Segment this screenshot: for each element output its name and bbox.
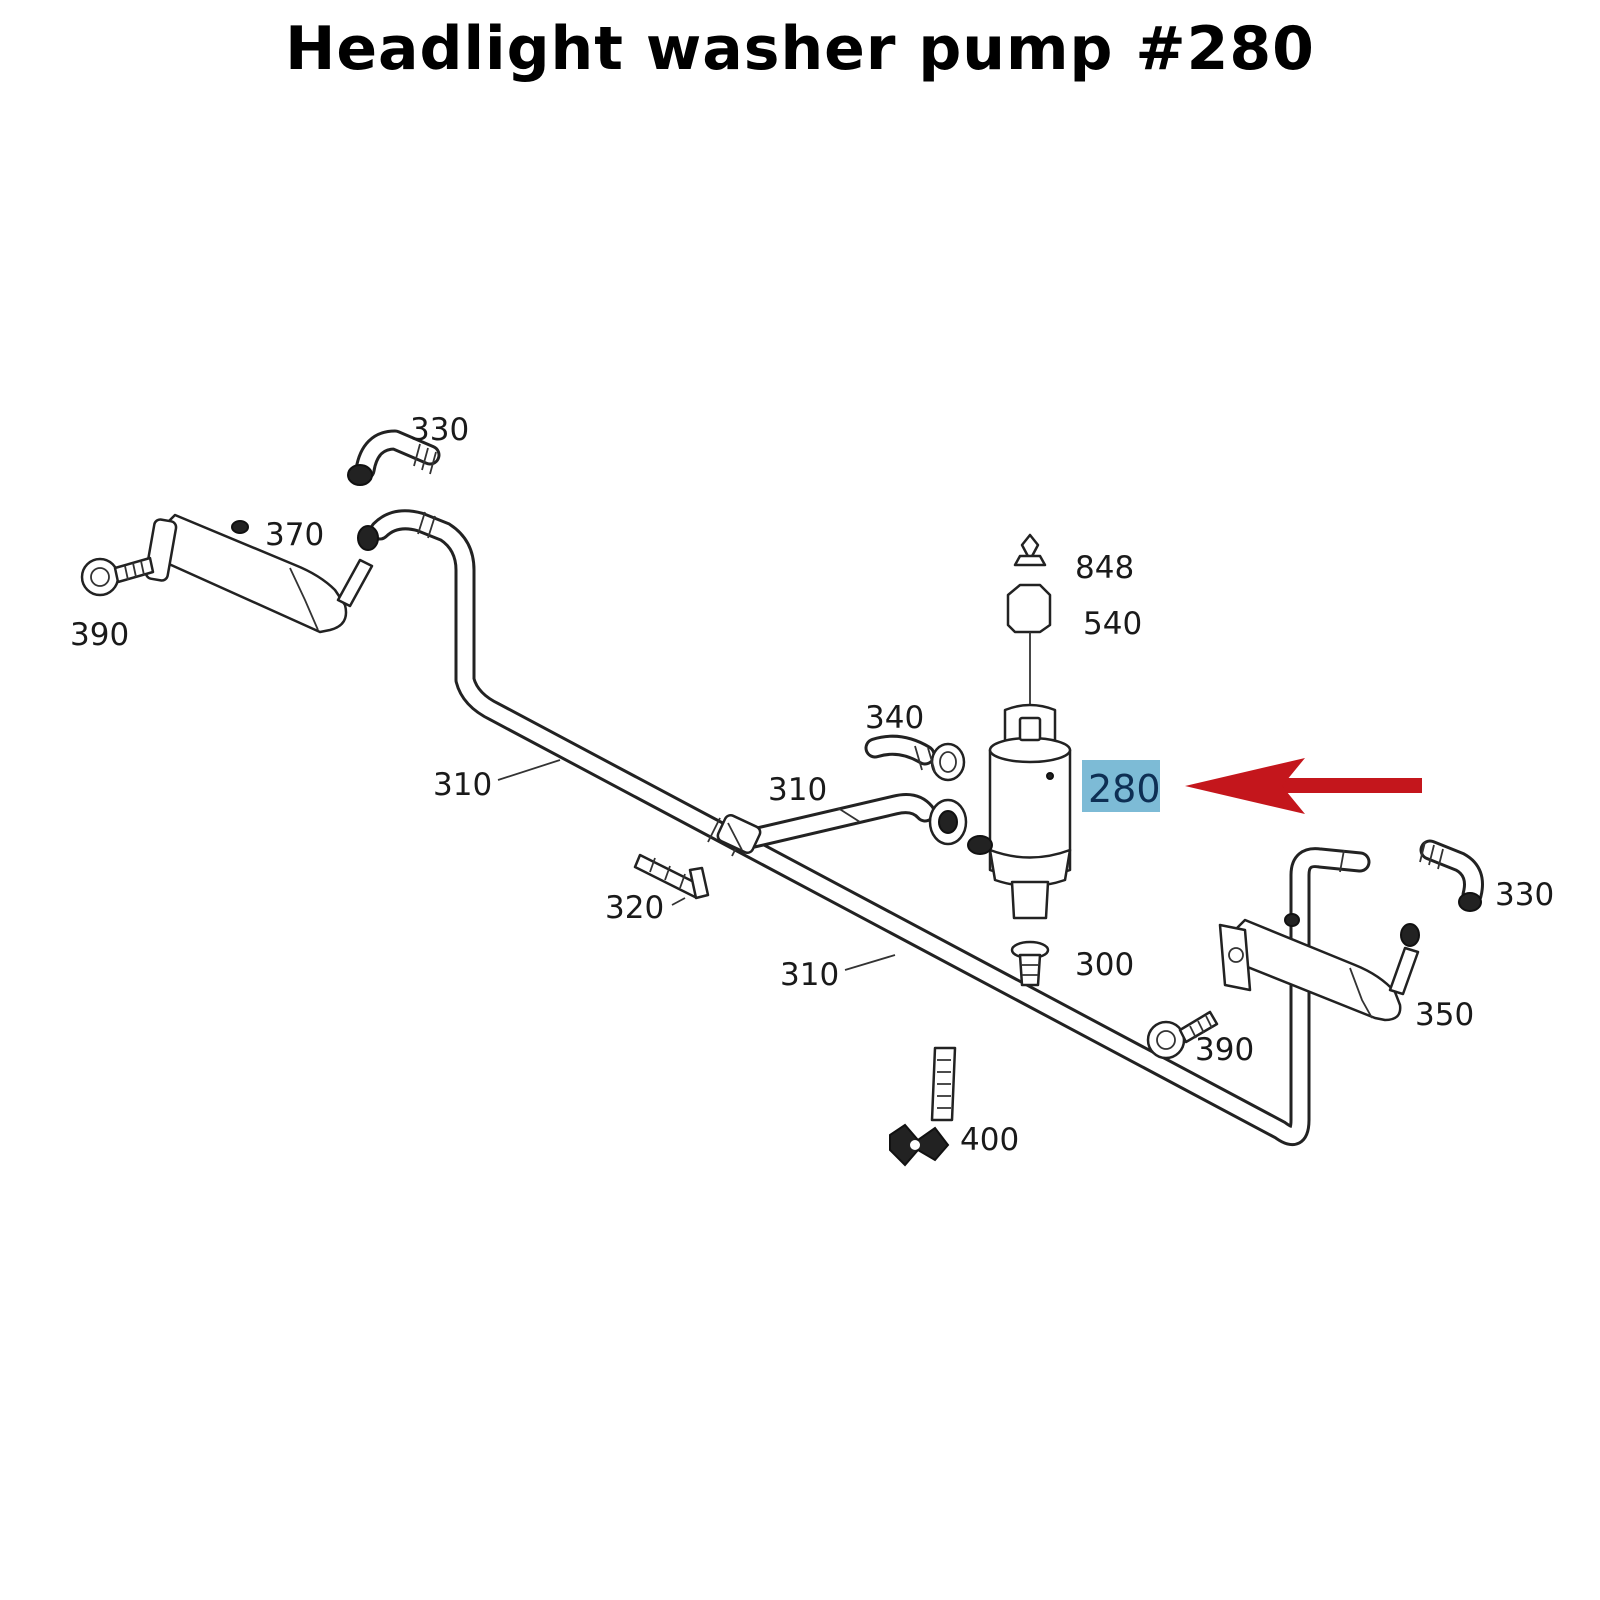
washer-pump-280 (967, 533, 1072, 920)
label-300: 300 (1075, 947, 1134, 983)
label-370: 370 (265, 517, 324, 553)
left-nozzle-assembly (80, 513, 374, 634)
main-hose-310 (369, 509, 1371, 1146)
elbow-330-right (1419, 839, 1484, 912)
label-340: 340 (865, 700, 924, 736)
right-nozzle-assembly (1146, 913, 1420, 1060)
label-848: 848 (1075, 550, 1134, 586)
label-540: 540 (1083, 606, 1142, 642)
page-title: Headlight washer pump #280 (285, 14, 1315, 84)
label-280: 280 (1088, 767, 1161, 811)
label-390-right: 390 (1195, 1032, 1254, 1068)
label-330-right: 330 (1495, 877, 1554, 913)
label-400: 400 (960, 1122, 1019, 1158)
clip-320 (633, 853, 710, 900)
t-connector (716, 814, 762, 854)
leader-lines (497, 759, 896, 971)
elbow-330-top (347, 429, 441, 551)
branch-hose-310 (734, 793, 936, 851)
label-330-top: 330 (410, 412, 469, 448)
label-320: 320 (605, 890, 664, 926)
label-310-mid: 310 (768, 772, 827, 808)
grommet-300 (1010, 940, 1050, 987)
highlight-box (1082, 760, 1160, 812)
label-390-left: 390 (70, 617, 129, 653)
label-310-low: 310 (780, 957, 839, 993)
label-350: 350 (1415, 997, 1474, 1033)
red-arrow (1185, 758, 1422, 814)
bracket-400 (889, 1046, 957, 1167)
label-310-left: 310 (433, 767, 492, 803)
elbow-340 (864, 734, 968, 846)
